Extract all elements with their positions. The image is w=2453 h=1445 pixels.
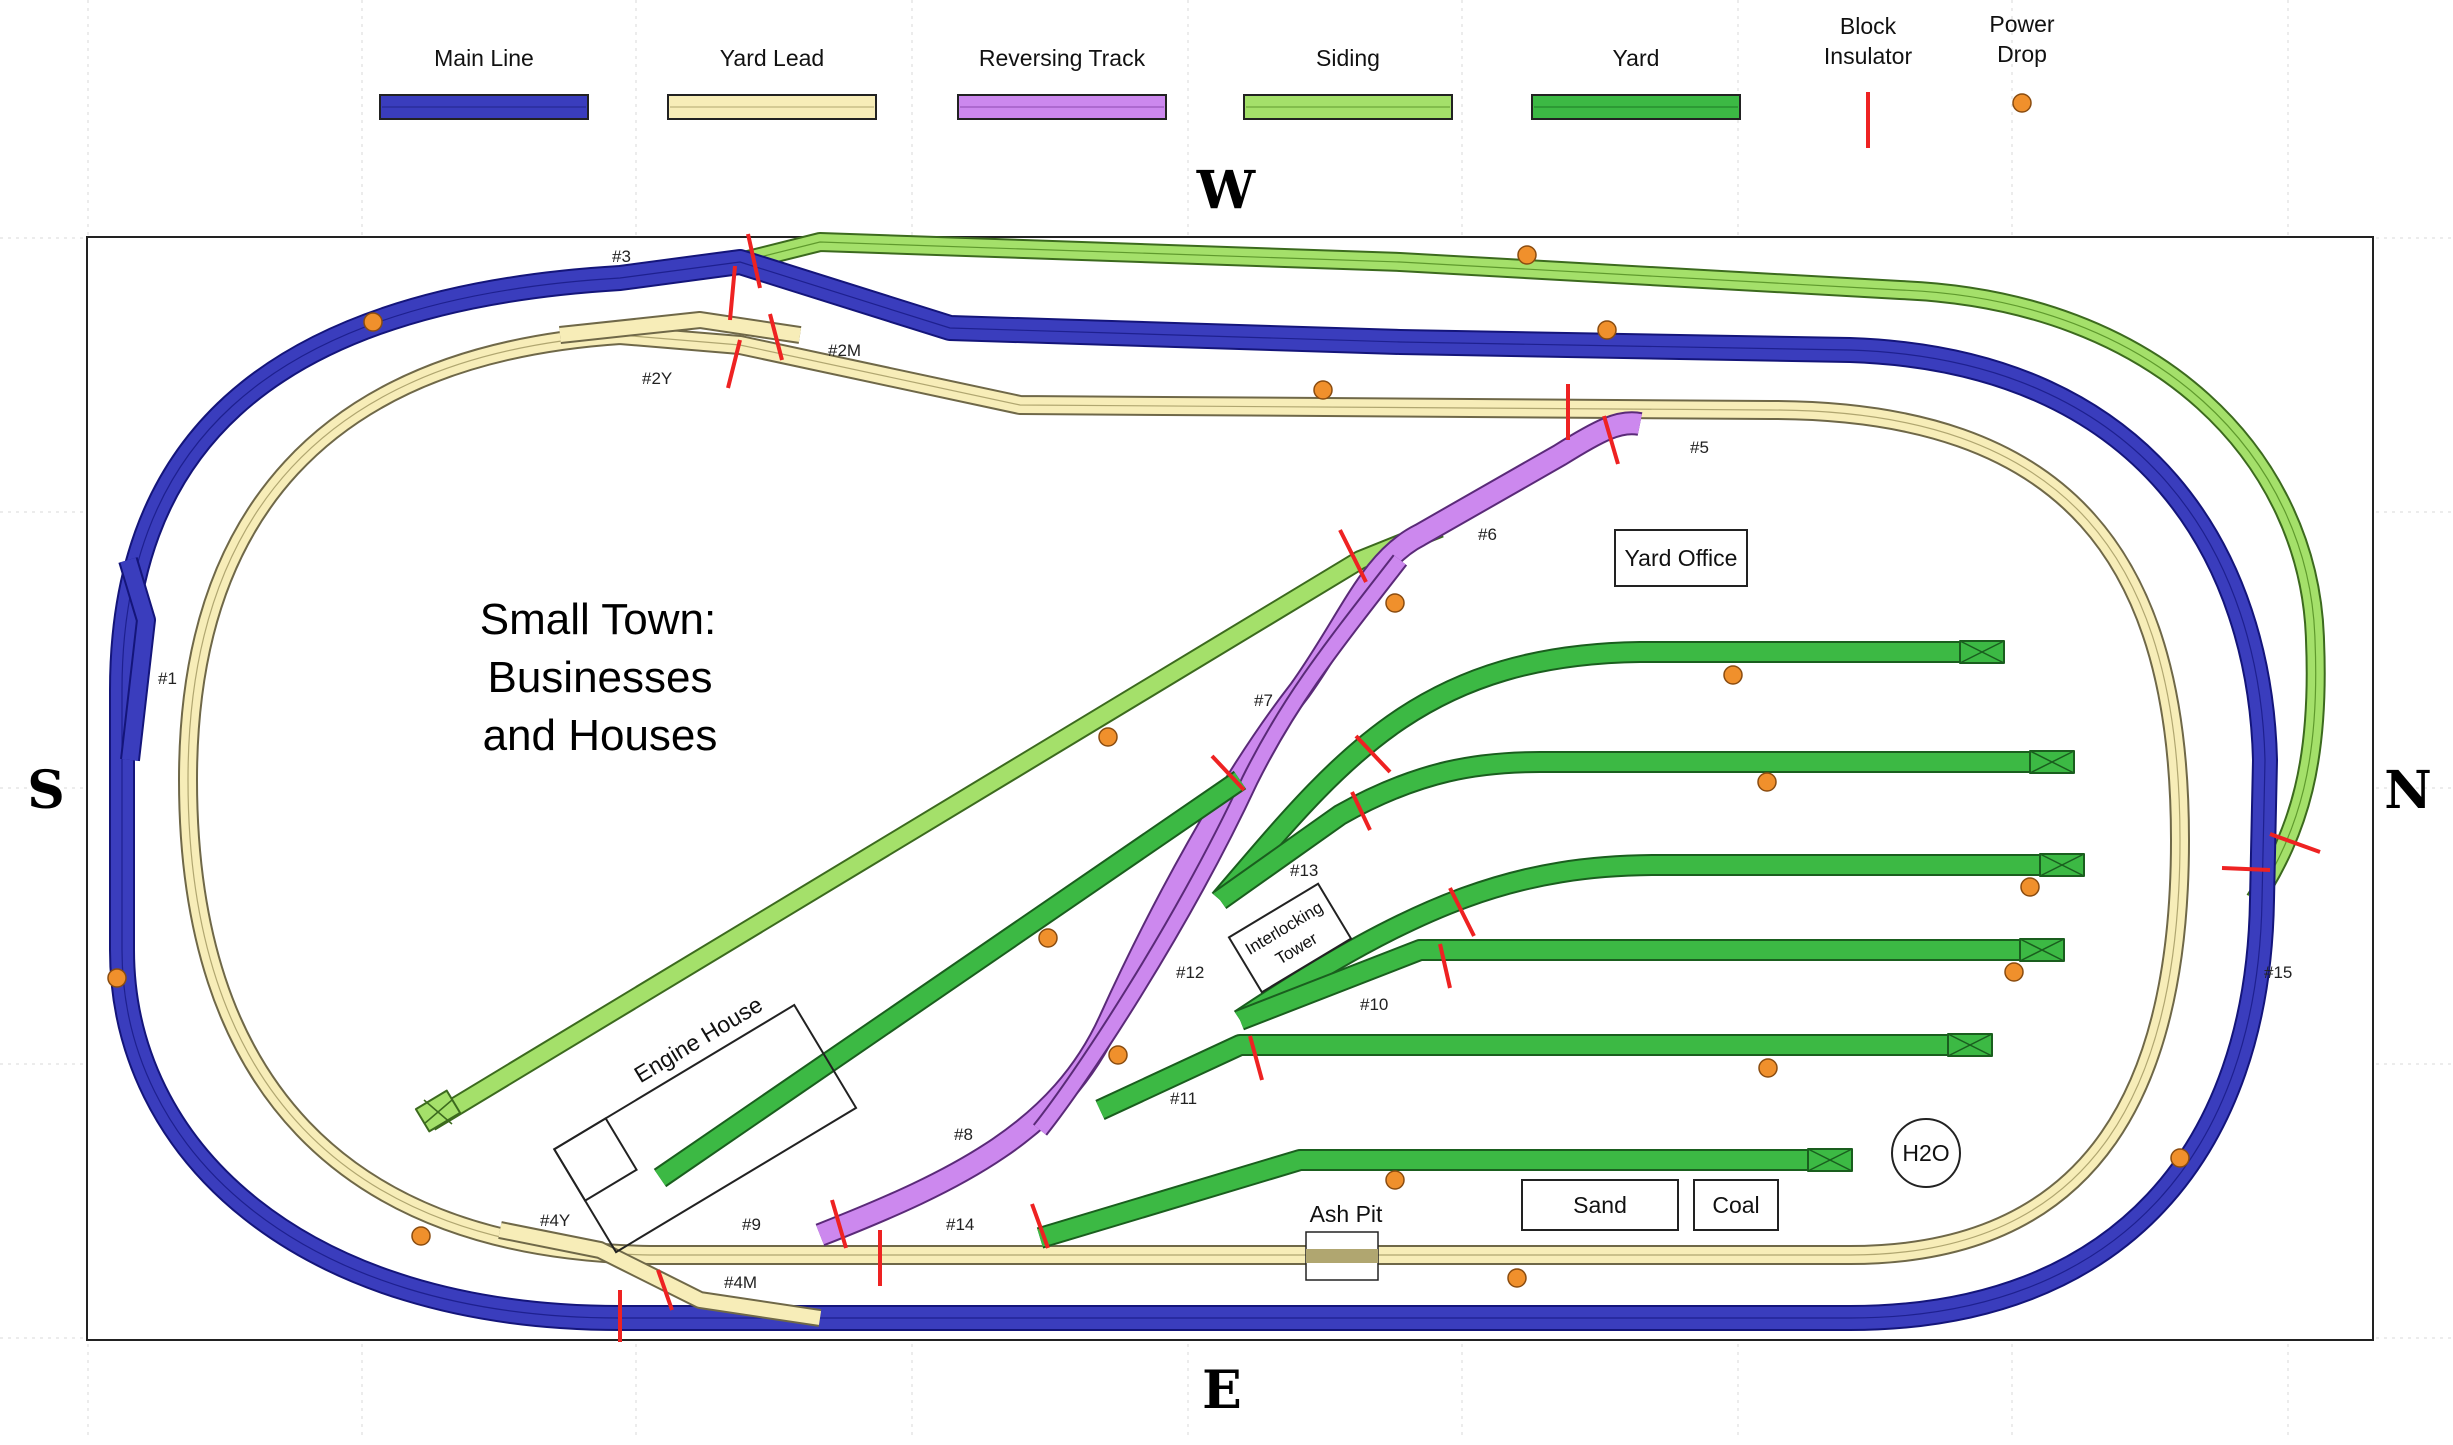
power-drop-dot [363, 312, 383, 332]
sand-house: Sand [1521, 1179, 1679, 1231]
power-drop-dot [2020, 877, 2040, 897]
main-line-loop [109, 249, 2278, 1331]
legend-item-power-drop: Power Drop [1989, 11, 2055, 113]
turnout-label: #12 [1176, 963, 1204, 982]
power-drop-dot [1517, 245, 1537, 265]
power-drop-dot [1385, 593, 1405, 613]
power-drop-dot [1038, 928, 1058, 948]
power-drop-dot [2004, 962, 2024, 982]
legend-label-main-line: Main Line [434, 45, 534, 71]
power-drop-dot [1098, 727, 1118, 747]
power-drop-dot [1597, 320, 1617, 340]
turnout-label: #2M [828, 341, 861, 360]
block-insulators [618, 233, 2321, 1342]
legend-item-reversing-track: Reversing Track [957, 45, 1167, 120]
turnout-label: #13 [1290, 861, 1318, 880]
orange-dot-icon [2012, 93, 2032, 113]
ash-pit: Ash Pit [1305, 1201, 1383, 1281]
compass-north: N [2384, 760, 2432, 821]
power-drops [107, 245, 2190, 1288]
legend: Main Line Yard Lead Reversing Track Sidi… [379, 11, 2055, 148]
turnout-label: #3 [612, 247, 631, 266]
yard-office-label: Yard Office [1625, 545, 1738, 571]
turnout-label: #15 [2264, 963, 2292, 982]
turnout-label: #4M [724, 1273, 757, 1292]
yard-lead-loop [178, 311, 2190, 1327]
compass-east: E [1202, 1360, 1242, 1421]
compass-west: W [1196, 160, 1257, 221]
yard-tracks [653, 640, 2085, 1249]
legend-item-yard-lead: Yard Lead [667, 45, 877, 120]
turnout-label: #2Y [642, 369, 672, 388]
sand-label: Sand [1573, 1192, 1627, 1218]
turnout-label: #5 [1690, 438, 1709, 457]
yard-office: Yard Office [1614, 529, 1748, 587]
legend-item-main-line: Main Line [379, 45, 589, 120]
legend-item-siding: Siding [1243, 45, 1453, 120]
legend-label-yard-lead: Yard Lead [720, 45, 824, 71]
water-tower: H2O [1891, 1118, 1961, 1188]
coal-house: Coal [1693, 1179, 1779, 1231]
legend-label-yard: Yard [1613, 45, 1660, 71]
power-drop-dot [1723, 665, 1743, 685]
legend-label-power-line1: Power [1989, 11, 2055, 37]
turnout-label: #8 [954, 1125, 973, 1144]
ash-pit-label: Ash Pit [1310, 1201, 1383, 1227]
power-drop-dot [107, 968, 127, 988]
title-line-2: Businesses [487, 653, 712, 702]
legend-item-block-insulator: Block Insulator [1824, 13, 1913, 148]
turnout-label: #10 [1360, 995, 1388, 1014]
coal-label: Coal [1712, 1192, 1759, 1218]
tracks [109, 232, 2326, 1331]
title-line-1: Small Town: [480, 595, 716, 644]
water-label: H2O [1902, 1140, 1949, 1166]
legend-label-siding: Siding [1316, 45, 1380, 71]
turnout-label: #6 [1478, 525, 1497, 544]
interlocking-tower: Interlocking Tower [1227, 882, 1353, 994]
legend-label-block-line1: Block [1840, 13, 1897, 39]
turnout-label: #7 [1254, 691, 1273, 710]
power-drop-dot [1108, 1045, 1128, 1065]
power-drop-dot [2170, 1148, 2190, 1168]
turnout-label: #14 [946, 1215, 974, 1234]
power-drop-dot [1507, 1268, 1527, 1288]
legend-label-power-line2: Drop [1997, 41, 2047, 67]
title-line-3: and Houses [483, 711, 718, 760]
siding-outer-loop [737, 232, 2326, 906]
power-drop-dot [1758, 1058, 1778, 1078]
power-drop-dot [1313, 380, 1333, 400]
turnout-label: #4Y [540, 1211, 570, 1230]
turnout-label: #1 [158, 669, 177, 688]
legend-item-yard: Yard [1531, 45, 1741, 120]
area-title: Small Town: Businesses and Houses [480, 595, 718, 760]
power-drop-dot [1757, 772, 1777, 792]
turnout-label: #11 [1170, 1089, 1197, 1108]
power-drop-dot [1385, 1170, 1405, 1190]
legend-label-reversing-track: Reversing Track [979, 45, 1146, 71]
power-drop-dot [411, 1226, 431, 1246]
compass-south: S [27, 760, 65, 821]
turnout-label: #9 [742, 1215, 761, 1234]
legend-label-block-line2: Insulator [1824, 43, 1913, 69]
turnout-labels: #1 #2M #2Y #3 #4Y #4M #5 #6 #7 #8 #9 #10… [158, 247, 2292, 1292]
